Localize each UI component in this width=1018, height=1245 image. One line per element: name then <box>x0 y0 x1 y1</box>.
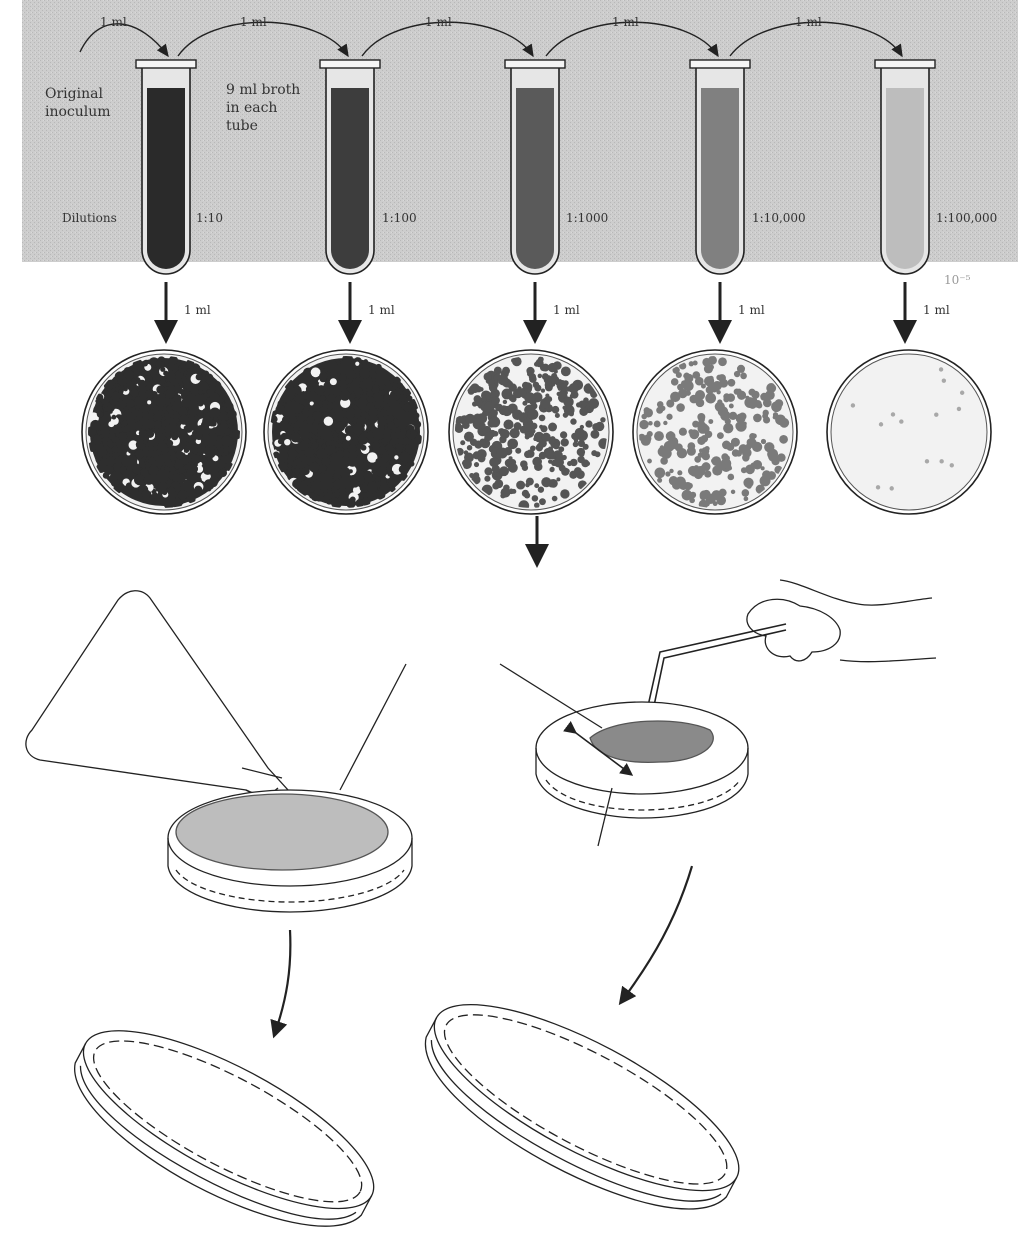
plating-label-4: 1 ml <box>738 303 765 317</box>
plating-label-2: 1 ml <box>368 303 395 317</box>
broth-label-1: 9 ml broth <box>226 82 300 98</box>
spread-pointer-bottom <box>598 788 612 846</box>
transfer-label-5: 1 ml <box>795 15 822 29</box>
transfer-label-4: 1 ml <box>612 15 639 29</box>
dilution-label-1: 1:10 <box>196 211 223 225</box>
broth-label-2: in each <box>226 100 277 116</box>
plate-4 <box>633 350 797 514</box>
flask <box>26 591 289 804</box>
plating-label-1: 1 ml <box>184 303 211 317</box>
pour-dish-medium <box>176 794 388 870</box>
curved-arrow-left <box>276 930 290 1030</box>
dilutions-label: Dilutions <box>62 211 117 225</box>
broth-label-3: tube <box>226 118 258 134</box>
plate-5 <box>827 350 991 514</box>
pour-plate-illustration <box>26 591 412 912</box>
plate-row <box>82 350 991 514</box>
spread-plate-illustration <box>500 580 936 846</box>
pour-pointer-line <box>340 664 406 790</box>
tube-liquid <box>516 88 554 269</box>
tube-liquid <box>886 88 924 269</box>
dilution-label-2: 1:100 <box>382 211 417 225</box>
hand <box>747 580 932 661</box>
dilution-label-3: 1:1000 <box>566 211 608 225</box>
tube-liquid <box>331 88 369 269</box>
dilution-label-4: 1:10,000 <box>752 211 806 225</box>
plate-1 <box>82 350 246 514</box>
inoculum-label: inoculum <box>45 104 111 120</box>
result-plate-right <box>401 970 762 1244</box>
tube-liquid <box>701 88 739 269</box>
tube-liquid <box>147 88 185 269</box>
plate-3 <box>449 350 613 514</box>
curved-arrow-right <box>624 866 692 998</box>
result-plate-left <box>51 998 396 1245</box>
plating-label-3: 1 ml <box>553 303 580 317</box>
plating-label-5: 1 ml <box>923 303 950 317</box>
spread-pointer-top <box>500 664 602 728</box>
dilution-label-5: 1:100,000 <box>936 211 997 225</box>
transfer-label-2: 1 ml <box>240 15 267 29</box>
original-label: Original <box>45 86 103 102</box>
transfer-label-3: 1 ml <box>425 15 452 29</box>
margin-note: 10⁻⁵ <box>944 273 971 287</box>
plate-2 <box>264 350 428 514</box>
transfer-label-1: 1 ml <box>100 15 127 29</box>
